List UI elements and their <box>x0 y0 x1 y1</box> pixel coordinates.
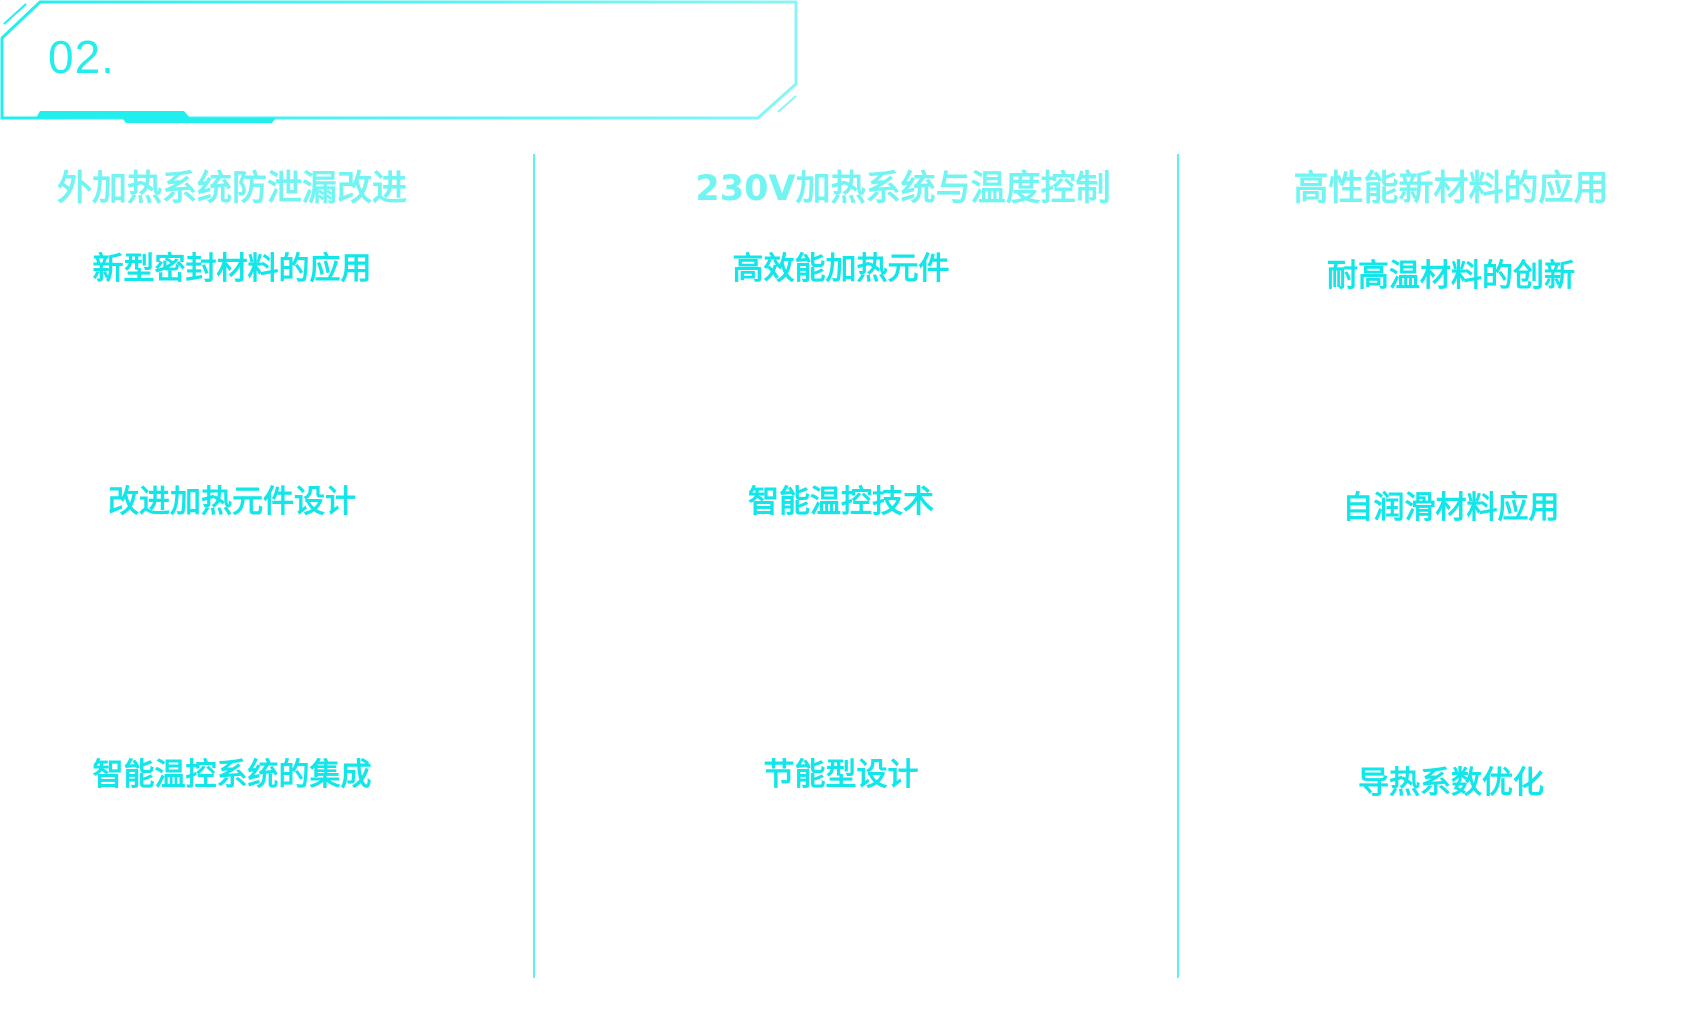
list-item: 节能型设计 <box>763 757 919 793</box>
list-item: 新型密封材料的应用 <box>92 251 372 287</box>
column-divider <box>1177 154 1179 978</box>
list-item: 高效能加热元件 <box>732 251 950 287</box>
list-item: 智能温控技术 <box>748 484 934 520</box>
column-title: 230V加热系统与温度控制 <box>695 169 1111 209</box>
column-title: 外加热系统防泄漏改进 <box>56 169 407 209</box>
column-leak-prevention: 外加热系统防泄漏改进 新型密封材料的应用 改进加热元件设计 智能温控系统的集成 <box>0 0 512 1036</box>
column-divider <box>533 154 535 978</box>
section-number: 02. <box>48 31 115 83</box>
list-item: 自润滑材料应用 <box>1342 490 1560 526</box>
list-item: 改进加热元件设计 <box>108 484 356 520</box>
column-title: 高性能新材料的应用 <box>1293 169 1609 209</box>
section-header-frame <box>0 0 798 123</box>
column-new-materials: 高性能新材料的应用 耐高温材料的创新 自润滑材料应用 导热系数优化 <box>1171 0 1702 1036</box>
list-item: 耐高温材料的创新 <box>1327 258 1575 294</box>
column-heating-control: 230V加热系统与温度控制 <box>623 0 1183 1036</box>
list-item: 导热系数优化 <box>1358 765 1544 801</box>
list-item: 智能温控系统的集成 <box>92 757 372 793</box>
column-heating-control-items: 高效能加热元件 智能温控技术 节能型设计 <box>561 0 1121 1036</box>
